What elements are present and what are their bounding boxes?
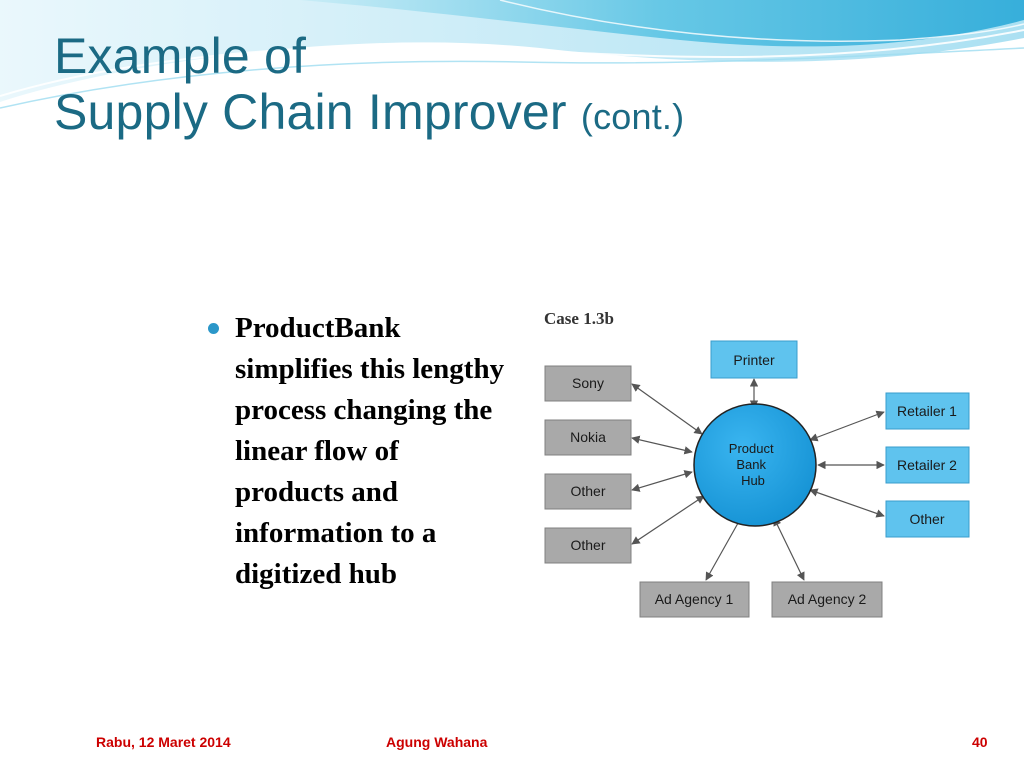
connector-other-left-2 — [631, 495, 705, 545]
node-nokia-label: Nokia — [570, 429, 606, 445]
node-other-right: Other — [885, 500, 970, 538]
connector-ad-agency-1 — [705, 515, 743, 581]
node-ad-agency-1: Ad Agency 1 — [639, 581, 750, 618]
supply-chain-diagram: Case 1.3b Product Bank Hub Printer — [544, 309, 970, 618]
connector-lines — [631, 378, 885, 581]
hub-label-line-1: Product — [729, 441, 774, 456]
node-retailer-1-label: Retailer 1 — [897, 403, 957, 419]
node-retailer-1: Retailer 1 — [885, 392, 970, 430]
node-ad-agency-2-label: Ad Agency 2 — [788, 591, 867, 607]
node-printer-label: Printer — [733, 352, 775, 368]
footer-page-number: 40 — [972, 734, 988, 750]
product-bank-hub — [693, 403, 817, 527]
bullet-point-icon — [208, 323, 219, 334]
title-suffix: (cont.) — [580, 96, 685, 137]
node-sony: Sony — [544, 365, 632, 402]
slide-title: Example of Supply Chain Improver (cont.) — [54, 28, 684, 145]
title-line-2: Supply Chain Improver (cont.) — [54, 84, 684, 145]
connector-sony — [631, 383, 703, 435]
node-other-right-label: Other — [909, 511, 944, 527]
title-line-1: Example of — [54, 28, 307, 84]
node-other-left-2: Other — [544, 527, 632, 564]
title-main: Supply Chain Improver — [54, 84, 567, 140]
node-other-left-1-label: Other — [570, 483, 605, 499]
node-other-left-2-label: Other — [570, 537, 605, 553]
case-label: Case 1.3b — [544, 309, 614, 328]
decorative-wave-header — [0, 0, 1024, 109]
node-nokia: Nokia — [544, 419, 632, 456]
node-printer: Printer — [710, 340, 798, 379]
connector-nokia — [631, 435, 693, 455]
node-retailer-2-label: Retailer 2 — [897, 457, 957, 473]
hub-label-line-3: Hub — [741, 473, 765, 488]
hub-label-line-2: Bank — [736, 457, 766, 472]
hub-label: Product Bank Hub — [729, 441, 777, 488]
node-ad-agency-2: Ad Agency 2 — [771, 581, 883, 618]
node-sony-label: Sony — [572, 375, 604, 391]
node-other-left-1: Other — [544, 473, 632, 510]
connector-ad-agency-2 — [773, 517, 805, 581]
connector-other-right — [809, 488, 885, 518]
footer-date: Rabu, 12 Maret 2014 — [96, 734, 231, 750]
footer-author: Agung Wahana — [386, 734, 488, 750]
node-retailer-2: Retailer 2 — [885, 446, 970, 484]
node-ad-agency-1-label: Ad Agency 1 — [655, 591, 734, 607]
connector-other-left-1 — [631, 470, 693, 492]
bullet-text: ProductBank simplifies this lengthy proc… — [235, 312, 505, 590]
connector-retailer-1 — [809, 410, 885, 442]
